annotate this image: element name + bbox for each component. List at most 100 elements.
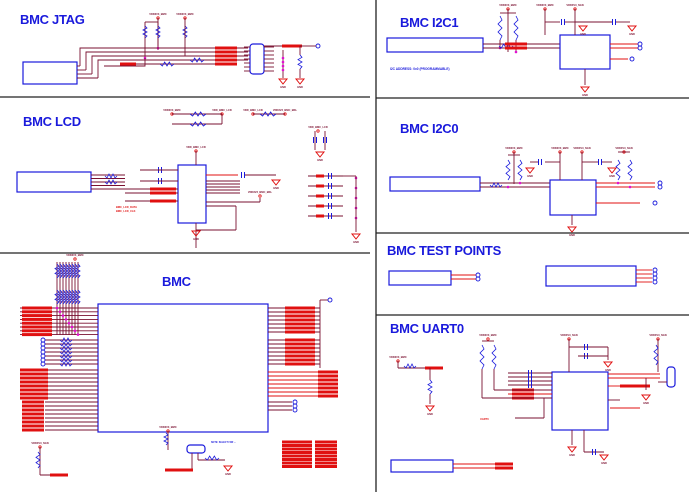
wire [104,58,146,67]
net-label [512,392,534,396]
net-label [495,466,513,470]
resistor-icon [189,121,207,127]
net-label [22,306,52,310]
resistor-icon [517,159,523,181]
i2c1-level-shifter-ic [559,34,611,70]
resistor-icon [69,263,75,279]
resistor-icon [189,57,205,63]
i2c-address-note: I2C ADDRESS: 0x0 (PROGRAMMABLE) [390,67,450,71]
resistor-icon [189,111,207,117]
net-label [315,440,337,444]
net-label [316,204,324,208]
net-label: BMC_LCD_CLK [116,209,136,213]
test-point-icon [652,200,658,206]
net-label [315,458,337,461]
net-label [315,461,337,465]
net-label [318,394,338,398]
resistor-icon [479,344,485,370]
net-label [285,362,315,366]
net-label [318,370,338,374]
power-rail-label: VDD3V3_BMC_BKL [273,108,298,112]
net-label [20,384,48,388]
resistor-icon [60,263,66,279]
resistor-icon [66,263,72,279]
test-point-icon [475,272,481,278]
test-point-icon [657,180,663,186]
test-point-icon [292,403,298,409]
net-label [285,342,315,346]
resistor-icon [59,341,73,347]
net-label [22,420,44,424]
ground-label: GND [193,237,199,241]
resistor-icon [104,179,118,185]
power-rail-label: VDD3V3_SGN [560,333,577,337]
ground-icon [277,78,289,85]
ground-label: GND [601,461,607,465]
testpoint-bmc-ic-2 [545,265,637,287]
ground-icon [577,25,589,32]
resistor-icon [505,159,511,181]
power-rail-label: VDD3V3_BMC [159,425,177,429]
net-label [282,461,312,465]
section-title-i2c1: BMC I2C1 [400,15,459,30]
net-label [22,416,44,420]
net-label [315,451,337,454]
resistor-icon [35,451,41,469]
resistor-icon [75,289,81,305]
resistor-icon [403,363,417,369]
power-rail-label: VDD3V3_SGN [615,146,632,150]
ground-icon [350,233,362,240]
net-label [22,310,52,314]
power-rail-label: VDD_BMC_LCD [308,125,328,129]
test-point-icon [652,267,658,273]
resistor-icon [72,263,78,279]
junction-dot [61,314,65,317]
resistor-icon [297,54,303,70]
junction-dot [616,181,620,185]
resistor-icon [72,289,78,305]
net-label [505,46,527,50]
power-rail-label: VDD3V3_BMC [551,146,569,150]
test-point-icon [475,276,481,282]
resistor-icon [63,289,69,305]
net-label [120,62,136,66]
net-label [20,376,48,380]
net-label [20,372,48,376]
net-label [318,374,338,378]
net-label [22,428,44,432]
resistor-icon [59,349,73,355]
ground-label: GND [317,158,323,162]
ground-icon [222,465,234,472]
net-label [425,366,443,370]
ground-icon [579,86,591,93]
ground-icon [270,179,282,186]
net-label [285,338,315,342]
net-label [318,382,338,386]
junction-dot [518,181,522,185]
uart0-transceiver-ic [551,371,609,431]
ground-label: GND [280,85,286,89]
wire [91,55,248,74]
resistor-icon [54,289,60,305]
net-label [22,314,52,318]
ground-icon [314,151,326,158]
resistor-icon [163,432,169,446]
net-label [20,380,48,384]
ground-icon [566,446,578,453]
ground-icon [294,78,306,85]
test-point-icon [327,297,333,303]
net-label [22,317,52,321]
power-rail-label: VDD3V3_BMC [499,3,517,7]
net-label [150,199,176,203]
power-rail-label: VDD3V3_SGN [649,333,666,337]
junction-dot [281,60,285,64]
power-rail-label: VDD3V3_BMC_BKL [248,190,273,194]
net-label [282,447,312,451]
testpoint-bmc-ic-1 [388,270,452,286]
resistor-icon [63,263,69,279]
resistor-icon [489,182,503,188]
resistor-icon [259,111,277,117]
net-label [22,329,52,333]
power-rail-label: VDD3V3_SGN [566,3,583,7]
net-label [285,314,315,318]
